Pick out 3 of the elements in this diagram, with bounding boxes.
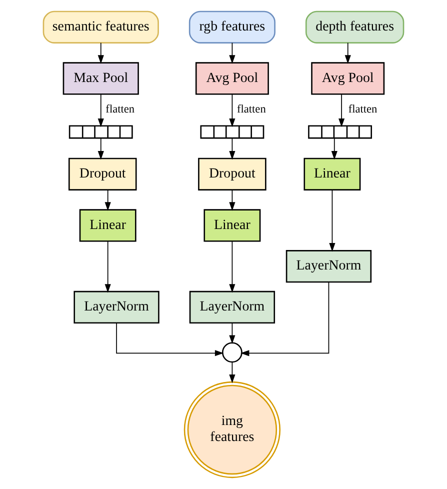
edge-label: flatten (236, 104, 266, 116)
edge-label: flatten (106, 104, 135, 116)
edge-label: flatten (348, 104, 378, 116)
